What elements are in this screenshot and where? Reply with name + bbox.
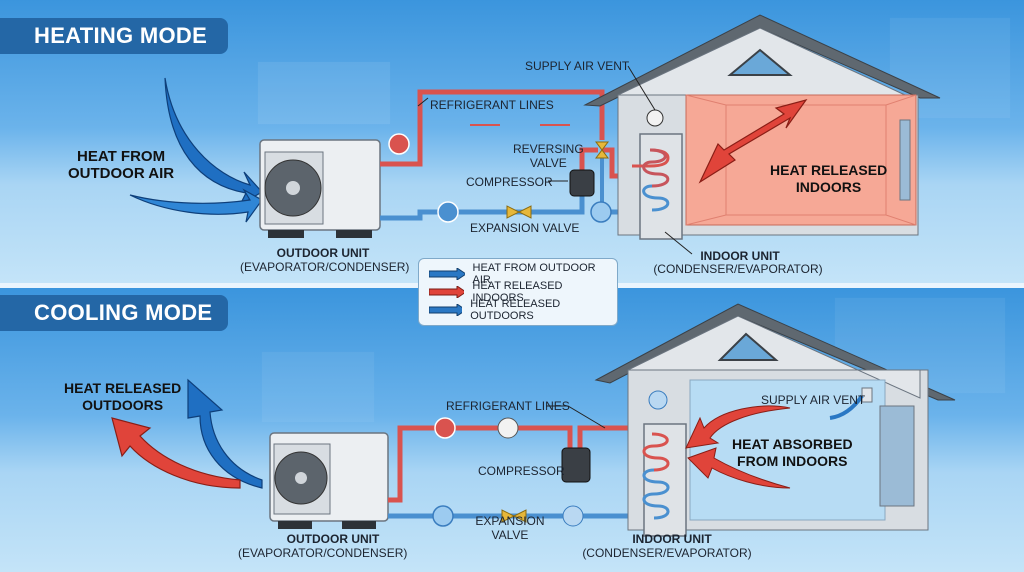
hot-refrigerant-line bbox=[388, 425, 573, 503]
hot-refrigerant-line bbox=[380, 89, 605, 167]
heat-released-indoors-label: HEAT RELEASED INDOORS bbox=[770, 162, 888, 195]
blue-arrow-icon bbox=[429, 304, 463, 316]
indoor-unit-label: INDOOR UNIT bbox=[700, 249, 780, 263]
compressor-icon bbox=[561, 447, 591, 483]
accumulator-icon bbox=[590, 201, 612, 223]
outdoor-unit-label: OUTDOOR UNIT bbox=[286, 532, 380, 546]
expansion-valve-label: EXPANSION VALVE bbox=[475, 514, 545, 542]
thermometer-hot-icon bbox=[388, 133, 410, 155]
indoor-unit-label: INDOOR UNIT bbox=[632, 532, 712, 546]
indoor-unit-sublabel: (CONDENSER/EVAPORATOR) bbox=[653, 262, 823, 276]
legend-item: HEAT RELEASED INDOORS bbox=[429, 280, 607, 304]
reversing-valve-icon bbox=[595, 141, 609, 159]
faded-dashboard bbox=[258, 62, 390, 124]
supply-vent-icon bbox=[861, 387, 873, 403]
heat-released-outdoors-label: HEAT RELEASED OUTDOORS bbox=[64, 380, 182, 413]
heating-illustration bbox=[129, 14, 1010, 255]
cold-refrigerant-line bbox=[380, 196, 585, 221]
heat-from-outdoor-arrow bbox=[129, 188, 263, 223]
hot-refrigerant-line bbox=[579, 147, 598, 170]
outdoor-unit-sublabel: (EVAPORATOR/CONDENSER) bbox=[238, 546, 408, 560]
legend-item: HEAT RELEASED OUTDOORS bbox=[429, 298, 607, 322]
compressor-label: COMPRESSOR bbox=[466, 175, 553, 189]
supply-air-vent-label: SUPPLY AIR VENT bbox=[525, 59, 630, 73]
heat-from-outdoor-air-label: HEAT FROM OUTDOOR AIR bbox=[68, 148, 175, 182]
supply-vent-icon bbox=[646, 109, 664, 127]
outdoor-unit bbox=[269, 432, 389, 529]
outdoor-unit-sublabel: (EVAPORATOR/CONDENSER) bbox=[240, 260, 410, 274]
indoor-unit bbox=[632, 133, 683, 240]
heat-from-outdoor-arrow bbox=[164, 77, 263, 207]
outdoor-unit-label: OUTDOOR UNIT bbox=[276, 246, 370, 260]
heating-mode-panel: HEATING MODE HEAT FROM OUTDOOR AIR REFRI… bbox=[0, 0, 1024, 284]
cooling-illustration bbox=[111, 298, 1005, 537]
cooling-mode-panel: COOLING MODE HEAT RELEASED OUTDOORS REFR… bbox=[0, 288, 1024, 572]
refrigerant-lines-label: REFRIGERANT LINES bbox=[430, 98, 554, 112]
indoor-unit bbox=[642, 423, 687, 537]
blue-arrow-icon bbox=[429, 268, 465, 280]
red-arrow-icon bbox=[429, 286, 465, 298]
indoor-unit-sublabel: (CONDENSER/EVAPORATOR) bbox=[582, 546, 752, 560]
compressor-label: COMPRESSOR bbox=[478, 464, 565, 478]
reversing-valve-label: REVERSING VALVE bbox=[513, 142, 584, 170]
legend: HEAT FROM OUTDOOR AIR HEAT RELEASED INDO… bbox=[418, 258, 618, 326]
expansion-valve-label: EXPANSION VALVE bbox=[470, 221, 580, 235]
legend-item: HEAT FROM OUTDOOR AIR bbox=[429, 262, 607, 286]
heat-released-indoors-arrow bbox=[698, 98, 808, 184]
thermometer-icon bbox=[648, 390, 668, 410]
compressor-icon bbox=[569, 169, 595, 197]
cooled-room bbox=[689, 379, 886, 521]
heat-absorbed-label: HEAT ABSORBED FROM INDOORS bbox=[732, 436, 853, 469]
faded-dashboard bbox=[262, 352, 374, 422]
valve-icon bbox=[562, 505, 584, 527]
thermometer-hot-icon bbox=[434, 417, 456, 439]
heat-released-outdoors-arrow bbox=[111, 417, 241, 489]
outdoor-unit bbox=[259, 139, 381, 238]
accumulator-icon bbox=[432, 505, 454, 527]
expansion-valve-icon bbox=[501, 509, 527, 523]
refrigerant-lines-label: REFRIGERANT LINES bbox=[446, 399, 570, 413]
supply-air-vent-label: SUPPLY AIR VENT bbox=[761, 393, 866, 407]
house bbox=[583, 14, 941, 236]
cooling-mode-title: COOLING MODE bbox=[0, 295, 228, 331]
heating-mode-title: HEATING MODE bbox=[0, 18, 228, 54]
expansion-valve-icon bbox=[506, 205, 532, 219]
heat-released-outdoors-arrow bbox=[187, 378, 263, 489]
cool-air-arrow bbox=[829, 394, 864, 420]
valve-icon bbox=[497, 417, 519, 439]
heat-absorbed-arrow bbox=[685, 405, 791, 449]
thermometer-cold-icon bbox=[437, 201, 459, 223]
heat-absorbed-arrow bbox=[687, 447, 791, 489]
